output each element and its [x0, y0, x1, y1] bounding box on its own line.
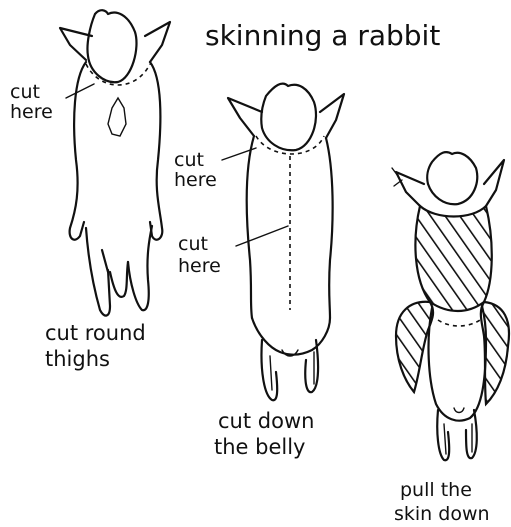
figure-1-caption-line-1: cut round [45, 321, 146, 345]
figure-2-caption-line-1: cut down [218, 409, 314, 433]
cut-here-label-3-line-1: cut [178, 233, 208, 255]
cut-here-label-1-line-1: cut [10, 81, 40, 103]
cut-here-label-1-line-2: here [10, 101, 53, 123]
figure-2-caption-line-2: the belly [214, 435, 306, 459]
diagram-title: skinning a rabbit [205, 19, 440, 52]
cut-here-label-2-line-2: here [174, 169, 217, 191]
rabbit-figure-2: cut here cut here cut down the belly [174, 84, 344, 459]
figure-1-caption-line-2: thighs [45, 347, 110, 371]
figure-3-caption-line-1: pull the [400, 479, 472, 501]
cut-here-label-3-line-2: here [178, 255, 221, 277]
rabbit-figure-3: pull the skin down [392, 152, 509, 525]
cut-here-label-2-line-1: cut [174, 149, 204, 171]
figure-3-caption-line-2: skin down [394, 503, 490, 525]
rabbit-figure-1: cut here cut round thighs [10, 10, 170, 371]
